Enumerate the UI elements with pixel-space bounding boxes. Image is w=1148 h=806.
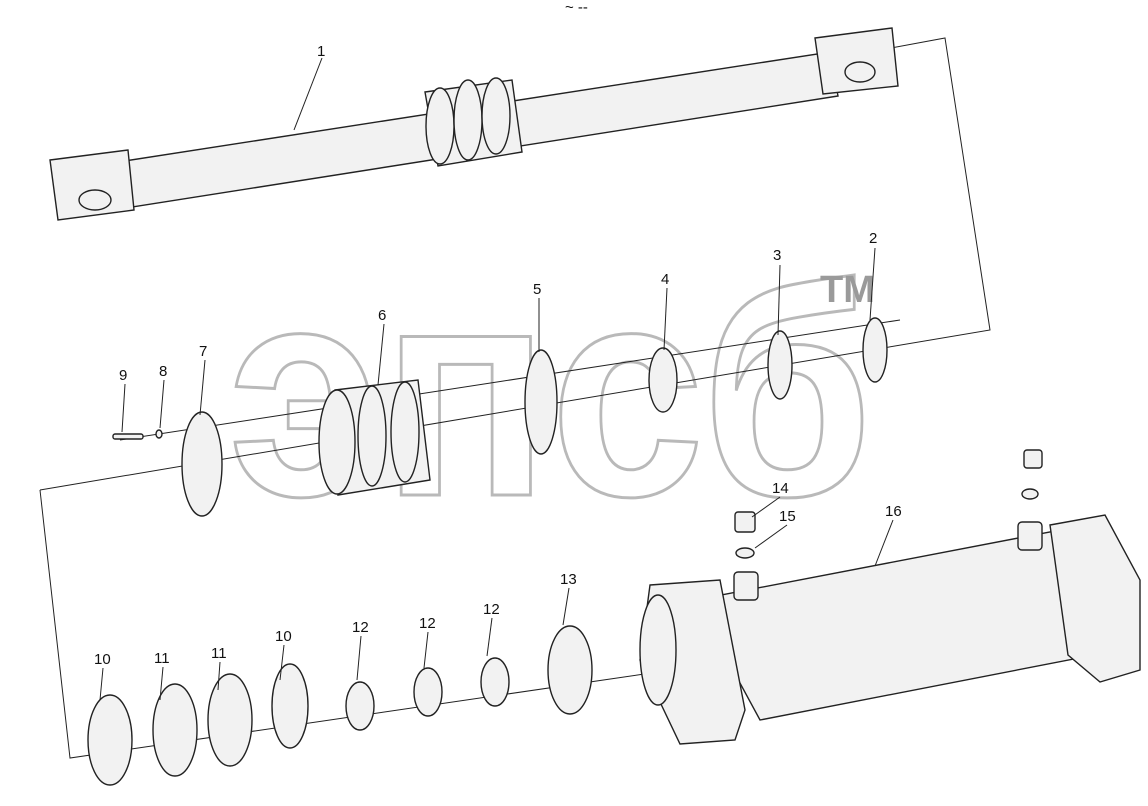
o-ring-part-10-a	[87, 694, 133, 786]
callout-1: 1	[317, 43, 325, 60]
ring-part-8	[155, 429, 163, 439]
callout-12-a: 12	[352, 619, 369, 636]
ring-part-5	[524, 349, 558, 455]
callout-11-b: 11	[211, 645, 227, 662]
seal-part-2	[862, 317, 888, 383]
callout-8: 8	[159, 363, 167, 380]
piston-part-6	[318, 379, 431, 496]
callout-11-a: 11	[154, 650, 170, 667]
callout-2: 2	[869, 230, 877, 247]
callout-15: 15	[779, 508, 796, 525]
o-ring-part-11-b	[207, 673, 253, 767]
callout-16: 16	[885, 503, 902, 520]
callout-10-a: 10	[94, 651, 111, 668]
header-mark: ~ --	[565, 0, 588, 16]
o-ring-part-10-b	[271, 663, 309, 749]
seal-part-3	[767, 330, 793, 400]
pin-part-9	[112, 433, 144, 440]
callout-9: 9	[119, 367, 127, 384]
callout-4: 4	[661, 271, 669, 288]
ring-part-4	[648, 347, 678, 413]
piston-rod-part-1	[49, 27, 899, 221]
callout-leaders	[99, 57, 894, 701]
bushing-part-13	[547, 625, 593, 715]
callout-10-b: 10	[275, 628, 292, 645]
bushing-part-12-a	[345, 681, 375, 731]
callout-5: 5	[533, 281, 541, 298]
callout-3: 3	[773, 247, 781, 264]
watermark-trademark: TM	[820, 269, 875, 311]
assembly-axis-lines	[39, 37, 991, 759]
callout-12-c: 12	[483, 601, 500, 618]
callout-labels: 1 2 3 4 5 6 7 8 9 10 11 11 10 12 12 12 1…	[94, 43, 902, 668]
bushing-part-12-c	[480, 657, 510, 707]
callout-13: 13	[560, 571, 577, 588]
cylinder-body-part-16	[639, 514, 1141, 745]
callout-7: 7	[199, 343, 207, 360]
bushing-part-12-b	[413, 667, 443, 717]
callout-12-b: 12	[419, 615, 436, 632]
callout-14: 14	[772, 480, 789, 497]
washer-part-15	[735, 488, 1039, 559]
gland-part-7	[181, 411, 223, 517]
o-ring-part-11-a	[152, 683, 198, 777]
callout-6: 6	[378, 307, 386, 324]
plug-part-14	[734, 449, 1043, 533]
